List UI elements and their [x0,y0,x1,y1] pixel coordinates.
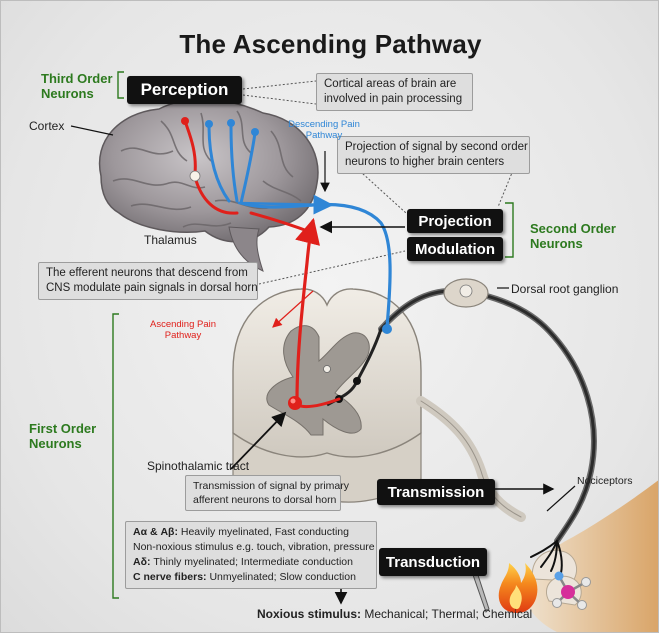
perception-box: Perception [127,76,242,104]
perception-note-line-1: Cortical areas of brain are [324,78,457,90]
ascending-line-2: Pathway [164,330,202,341]
first-order-line-1: First Order [29,421,97,436]
fiber-term-3: Aδ: [133,556,151,568]
first-order-label: First Order Neurons [29,421,96,451]
fiber-desc-3: Thinly myelinated; Intermediate conducti… [150,556,353,568]
third-order-line-2: Neurons [41,86,94,101]
projection-note-line-2: neurons to higher brain centers [345,156,505,168]
second-order-line-1: Second Order [530,221,616,236]
thalamus-label: Thalamus [144,233,197,247]
order-brackets [112,71,514,599]
stimulus-desc: Mechanical; Thermal; Chemical [361,607,533,621]
ascending-pathway-line [249,211,341,410]
transmission-box: Transmission [377,479,495,505]
fiber-row-2: Non-noxious stimulus e.g. touch, vibrati… [133,540,375,555]
dorsal-root-ganglion-label: Dorsal root ganglion [511,282,619,296]
third-order-label: Third Order Neurons [41,71,113,101]
fiber-desc-1: Heavily myelinated, Fast conducting [177,526,349,538]
fiber-term-1: Aα & Aβ: [133,526,178,538]
molecule-icon [552,571,591,610]
perception-note: Cortical areas of brain are involved in … [316,73,473,111]
descending-pathway-label: Descending Pain Pathway [282,119,366,141]
afferent-nerve [326,278,597,544]
paw-illustration [524,480,658,632]
projection-note: Projection of signal by second order neu… [337,136,530,174]
descending-pathway-line [237,194,392,334]
fiber-desc-2: Non-noxious stimulus e.g. touch, vibrati… [133,541,375,553]
fiber-row-3: Aδ: Thinly myelinated; Intermediate cond… [133,555,369,570]
modulation-note-line-1: The efferent neurons that descend from [46,267,248,279]
fiber-row-4: C nerve fibers: Unmyelinated; Slow condu… [133,570,369,585]
ascending-pathway-label: Ascending Pain Pathway [141,319,225,341]
flame-icon [498,563,538,613]
second-order-label: Second Order Neurons [530,221,616,251]
second-order-line-2: Neurons [530,236,583,251]
fiber-desc-4: Unmyelinated; Slow conduction [206,571,356,583]
transmission-note-line-2: afferent neurons to dorsal horn [193,494,337,506]
modulation-note-line-2: CNS modulate pain signals in dorsal horn [46,282,258,294]
first-order-line-2: Neurons [29,436,82,451]
fiber-types-box: Aα & Aβ: Heavily myelinated, Fast conduc… [125,521,377,589]
third-order-line-1: Third Order [41,71,113,86]
descending-line-1: Descending Pain [288,119,360,130]
spinothalamic-tract-label: Spinothalamic tract [147,459,250,473]
modulation-note: The efferent neurons that descend from C… [38,262,258,300]
ascending-line-1: Ascending Pain [149,319,217,330]
modulation-box: Modulation [407,237,503,261]
page-title: The Ascending Pathway [179,29,482,59]
fiber-term-4: C nerve fibers: [133,571,207,583]
projection-note-line-1: Projection of signal by second order [345,141,528,153]
cortex-label: Cortex [29,119,65,133]
transduction-box: Transduction [379,548,487,576]
perception-note-line-2: involved in pain processing [324,93,463,105]
transmission-note: Transmission of signal by primary affere… [185,475,349,511]
nociceptors-label: Nociceptors [577,475,633,487]
descending-line-2: Pathway [305,130,343,141]
fiber-row-1: Aα & Aβ: Heavily myelinated, Fast conduc… [133,525,369,540]
projection-box: Projection [407,209,503,233]
stimulus-term: Noxious stimulus: [257,607,362,621]
noxious-stimulus-label: Noxious stimulus: Mechanical; Thermal; C… [257,607,532,621]
pointer-lines [70,125,576,605]
transmission-note-line-1: Transmission of signal by primary [193,480,349,492]
